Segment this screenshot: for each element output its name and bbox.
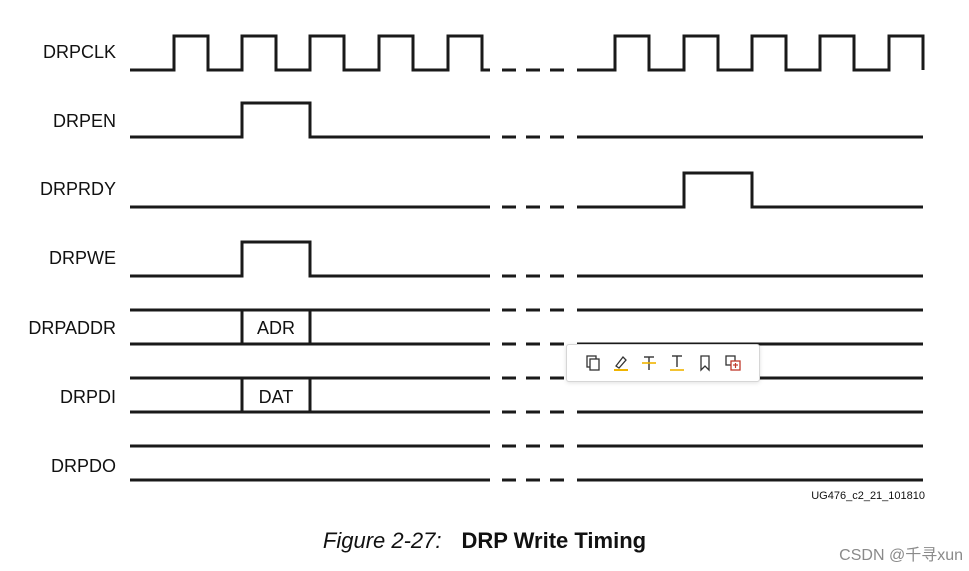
selection-toolbar — [566, 344, 760, 382]
waveform-drpclk-right — [577, 34, 925, 72]
signal-label-drprdy: DRPRDY — [39, 179, 116, 199]
signal-label-drpaddr: DRPADDR — [28, 318, 116, 338]
bookmark-icon — [700, 355, 710, 372]
figure-caption: Figure 2-27: DRP Write Timing — [0, 528, 969, 554]
bookmark-button[interactable] — [695, 352, 715, 374]
signal-label-drpen: DRPEN — [52, 111, 116, 131]
signal-label-drpdo: DRPDO — [50, 456, 116, 476]
watermark: CSDN @千寻xun — [839, 547, 963, 564]
translate-icon — [725, 355, 741, 371]
translate-button[interactable] — [723, 352, 743, 374]
strikethrough-button[interactable] — [639, 352, 659, 374]
waveform-drprdy-right — [577, 171, 923, 209]
bus-value-adr: ADR — [256, 318, 295, 338]
strikethrough-icon — [642, 356, 656, 370]
signal-label-drpclk: DRPCLK — [42, 42, 116, 62]
underline-button[interactable] — [667, 352, 687, 374]
copy-icon — [586, 355, 600, 371]
underline-icon — [670, 355, 684, 371]
waveform-drpclk-left — [130, 34, 490, 72]
waveform-drpwe-left — [130, 240, 490, 278]
signal-label-drpwe: DRPWE — [49, 248, 116, 268]
signal-label-drpdi: DRPDI — [59, 387, 116, 407]
waveform-drpen-left — [130, 101, 490, 139]
highlight-icon — [614, 356, 628, 371]
highlight-button[interactable] — [611, 352, 631, 374]
figure-id: UG476_c2_21_101810 — [811, 490, 925, 502]
caption-title: DRP Write Timing — [461, 528, 647, 553]
caption-number: Figure 2-27: — [322, 528, 442, 553]
copy-button[interactable] — [583, 352, 603, 374]
bus-value-dat: DAT — [258, 387, 294, 407]
